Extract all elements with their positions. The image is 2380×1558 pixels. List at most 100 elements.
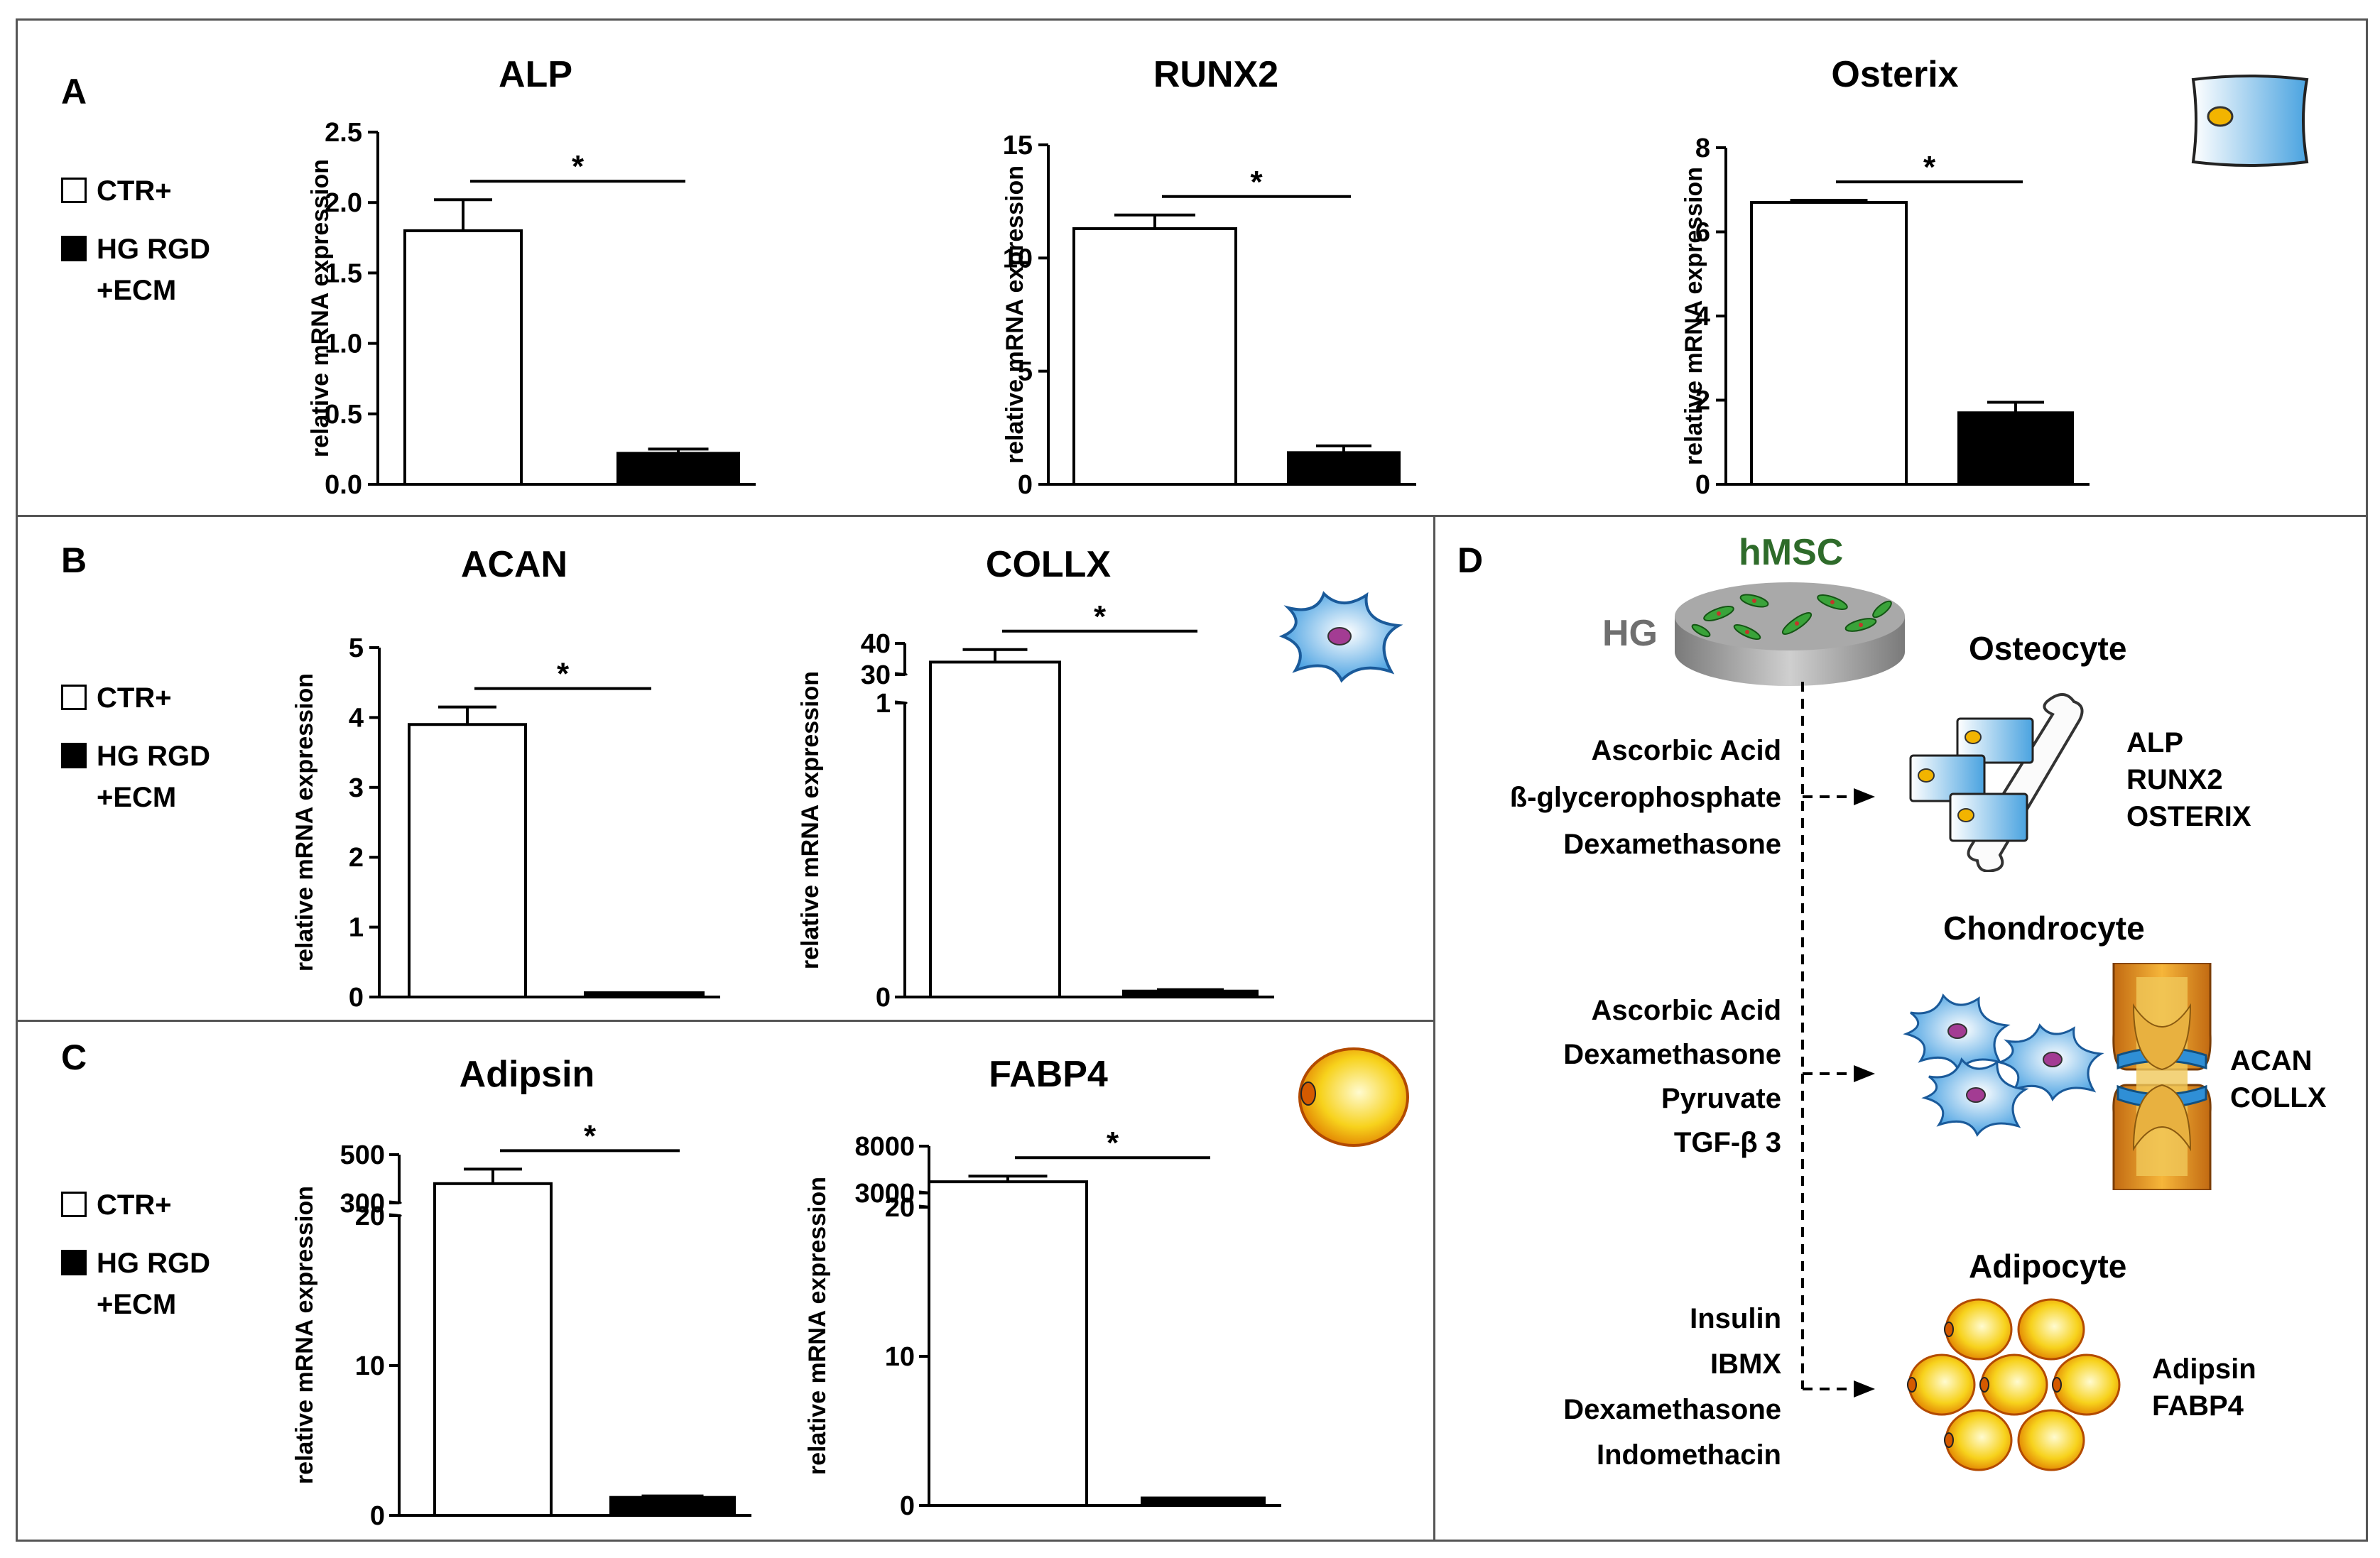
y-tick-label: 5 — [1018, 357, 1033, 387]
y-tick-label: 1 — [349, 913, 364, 943]
bar-ctr — [929, 660, 1061, 999]
y-tick-label: 0 — [876, 983, 891, 1013]
marker-adipsin: Adipsin — [2152, 1353, 2256, 1385]
y-tick-label: 0 — [1018, 470, 1033, 500]
y-tick-label: 0.5 — [325, 400, 362, 430]
legend-b: CTR+ HG RGD +ECM — [61, 677, 210, 818]
y-tick-label: 3 — [349, 773, 364, 803]
osteocyte-title: Osteocyte — [1969, 630, 2127, 667]
y-tick-label: 2 — [349, 843, 364, 873]
bar-hg-rgd-ecm — [609, 1496, 736, 1517]
differentiation-pathway-arrows — [1801, 682, 1875, 1398]
y-tick-label: 4 — [349, 703, 364, 733]
bar-hg-rgd-ecm — [1122, 989, 1259, 998]
chondrocyte-cells-icon — [1903, 993, 2104, 1137]
marker-acan: ACAN — [2230, 1045, 2313, 1077]
legend-swatch-hg — [61, 236, 87, 261]
y-axis-label: relative mRNA expression — [1001, 165, 1028, 464]
marker-fabp4: FABP4 — [2152, 1390, 2244, 1422]
significance-star: * — [1107, 1126, 1119, 1160]
panel-letter-a: A — [61, 72, 87, 111]
chondrocyte-markers: ACAN COLLX — [2230, 1042, 2327, 1116]
y-tick-label: 20 — [355, 1202, 385, 1231]
chart-runx2: RUNX2 relative mRNA expression 0 5 10 15 * — [1001, 54, 1416, 500]
chondrocyte-treatments: Ascorbic Acid Dexamethasone Pyruvate TGF… — [1420, 987, 1781, 1186]
significance-star: * — [557, 657, 570, 692]
chondrocyte-cell-icon — [1278, 591, 1403, 683]
y-tick-label: 1.0 — [325, 329, 362, 359]
legend-row-hg: HG RGD +ECM — [61, 1243, 210, 1325]
y-tick-label: 2 — [1695, 386, 1710, 416]
bar-ctr — [1072, 227, 1237, 486]
legend-row-ctr: CTR+ — [61, 170, 210, 212]
y-tick-label: 3000 — [854, 1179, 915, 1209]
treatment-dexamethasone: Dexamethasone — [1563, 1039, 1781, 1070]
y-tick-label: 10 — [1003, 244, 1033, 273]
legend-swatch-ctr — [61, 178, 87, 203]
y-tick-label: 1 — [876, 689, 891, 719]
y-axis-label: relative mRNA expression — [797, 671, 824, 969]
y-tick-label: 0 — [900, 1491, 915, 1521]
y-tick-label: 300 — [340, 1189, 385, 1219]
marker-alp: ALP — [2126, 727, 2183, 758]
chart-title: ACAN — [461, 544, 567, 585]
marker-collx: COLLX — [2230, 1082, 2327, 1113]
y-axis-label: relative mRNA expression — [1680, 167, 1707, 465]
chart-acan: ACAN relative mRNA expression 0 1 2 3 4 5 * — [291, 544, 720, 1013]
legend-row-ctr: CTR+ — [61, 677, 210, 719]
y-tick-label: 15 — [1003, 131, 1033, 160]
osteocyte-treatments: Ascorbic Acid ß-glycerophosphate Dexamet… — [1420, 727, 1781, 890]
osteocyte-cells-bone-icon — [1909, 693, 2084, 872]
hmsc-label: hMSC — [1739, 532, 1844, 573]
panel-letter-d: D — [1457, 540, 1484, 580]
y-tick-label: 5 — [349, 633, 364, 663]
treatment-insulin: Insulin — [1690, 1303, 1781, 1334]
chart-title: RUNX2 — [1153, 54, 1278, 95]
treatment-dexamethasone: Dexamethasone — [1563, 829, 1781, 860]
treatment-ascorbic-acid: Ascorbic Acid — [1591, 735, 1781, 766]
legend-row-ctr: CTR+ — [61, 1184, 210, 1226]
y-tick-label: 2.0 — [325, 188, 362, 218]
significance-star: * — [584, 1118, 597, 1153]
bar-ctr — [403, 229, 523, 486]
legend-row-hg: HG RGD +ECM — [61, 736, 210, 818]
y-tick-label: 2.5 — [325, 118, 362, 148]
panel-d-border — [1433, 515, 2368, 1542]
bar-hg-rgd-ecm — [584, 991, 705, 998]
bar-ctr — [928, 1180, 1088, 1508]
legend-row-hg: HG RGD +ECM — [61, 229, 210, 311]
chart-title: Osterix — [1831, 54, 1958, 95]
treatment-ibmx: IBMX — [1710, 1349, 1781, 1380]
y-tick-label: 10 — [885, 1342, 915, 1372]
adipocyte-cell-icon — [1298, 1047, 1409, 1147]
osteocyte-markers: ALP RUNX2 OSTERIX — [2126, 724, 2251, 835]
panel-letter-c: C — [61, 1037, 87, 1077]
treatment-b-glycerophosphate: ß-glycerophosphate — [1509, 782, 1781, 813]
legend-swatch-hg — [61, 1250, 87, 1275]
treatment-indomethacin: Indomethacin — [1596, 1439, 1781, 1471]
significance-star: * — [1094, 599, 1107, 634]
osteocyte-cell-icon — [2191, 75, 2309, 167]
significance-star: * — [1250, 165, 1263, 200]
chart-title: ALP — [499, 54, 572, 95]
y-tick-label: 40 — [861, 629, 891, 659]
knee-joint-icon — [2112, 963, 2212, 1190]
bar-ctr — [408, 723, 527, 998]
y-tick-label: 30 — [861, 660, 891, 690]
y-tick-label: 0 — [349, 983, 364, 1013]
y-axis-label: relative mRNA expression — [291, 673, 318, 971]
y-tick-label: 0 — [1695, 470, 1710, 500]
legend-swatch-ctr — [61, 685, 87, 710]
significance-star: * — [572, 149, 585, 184]
legend-a: CTR+ HG RGD +ECM — [61, 170, 210, 311]
y-axis-label: relative mRNA expression — [291, 1186, 318, 1484]
chart-title: COLLX — [986, 544, 1112, 585]
legend-swatch-hg — [61, 743, 87, 768]
bar-ctr — [433, 1182, 553, 1518]
y-tick-label: 6 — [1695, 218, 1710, 248]
